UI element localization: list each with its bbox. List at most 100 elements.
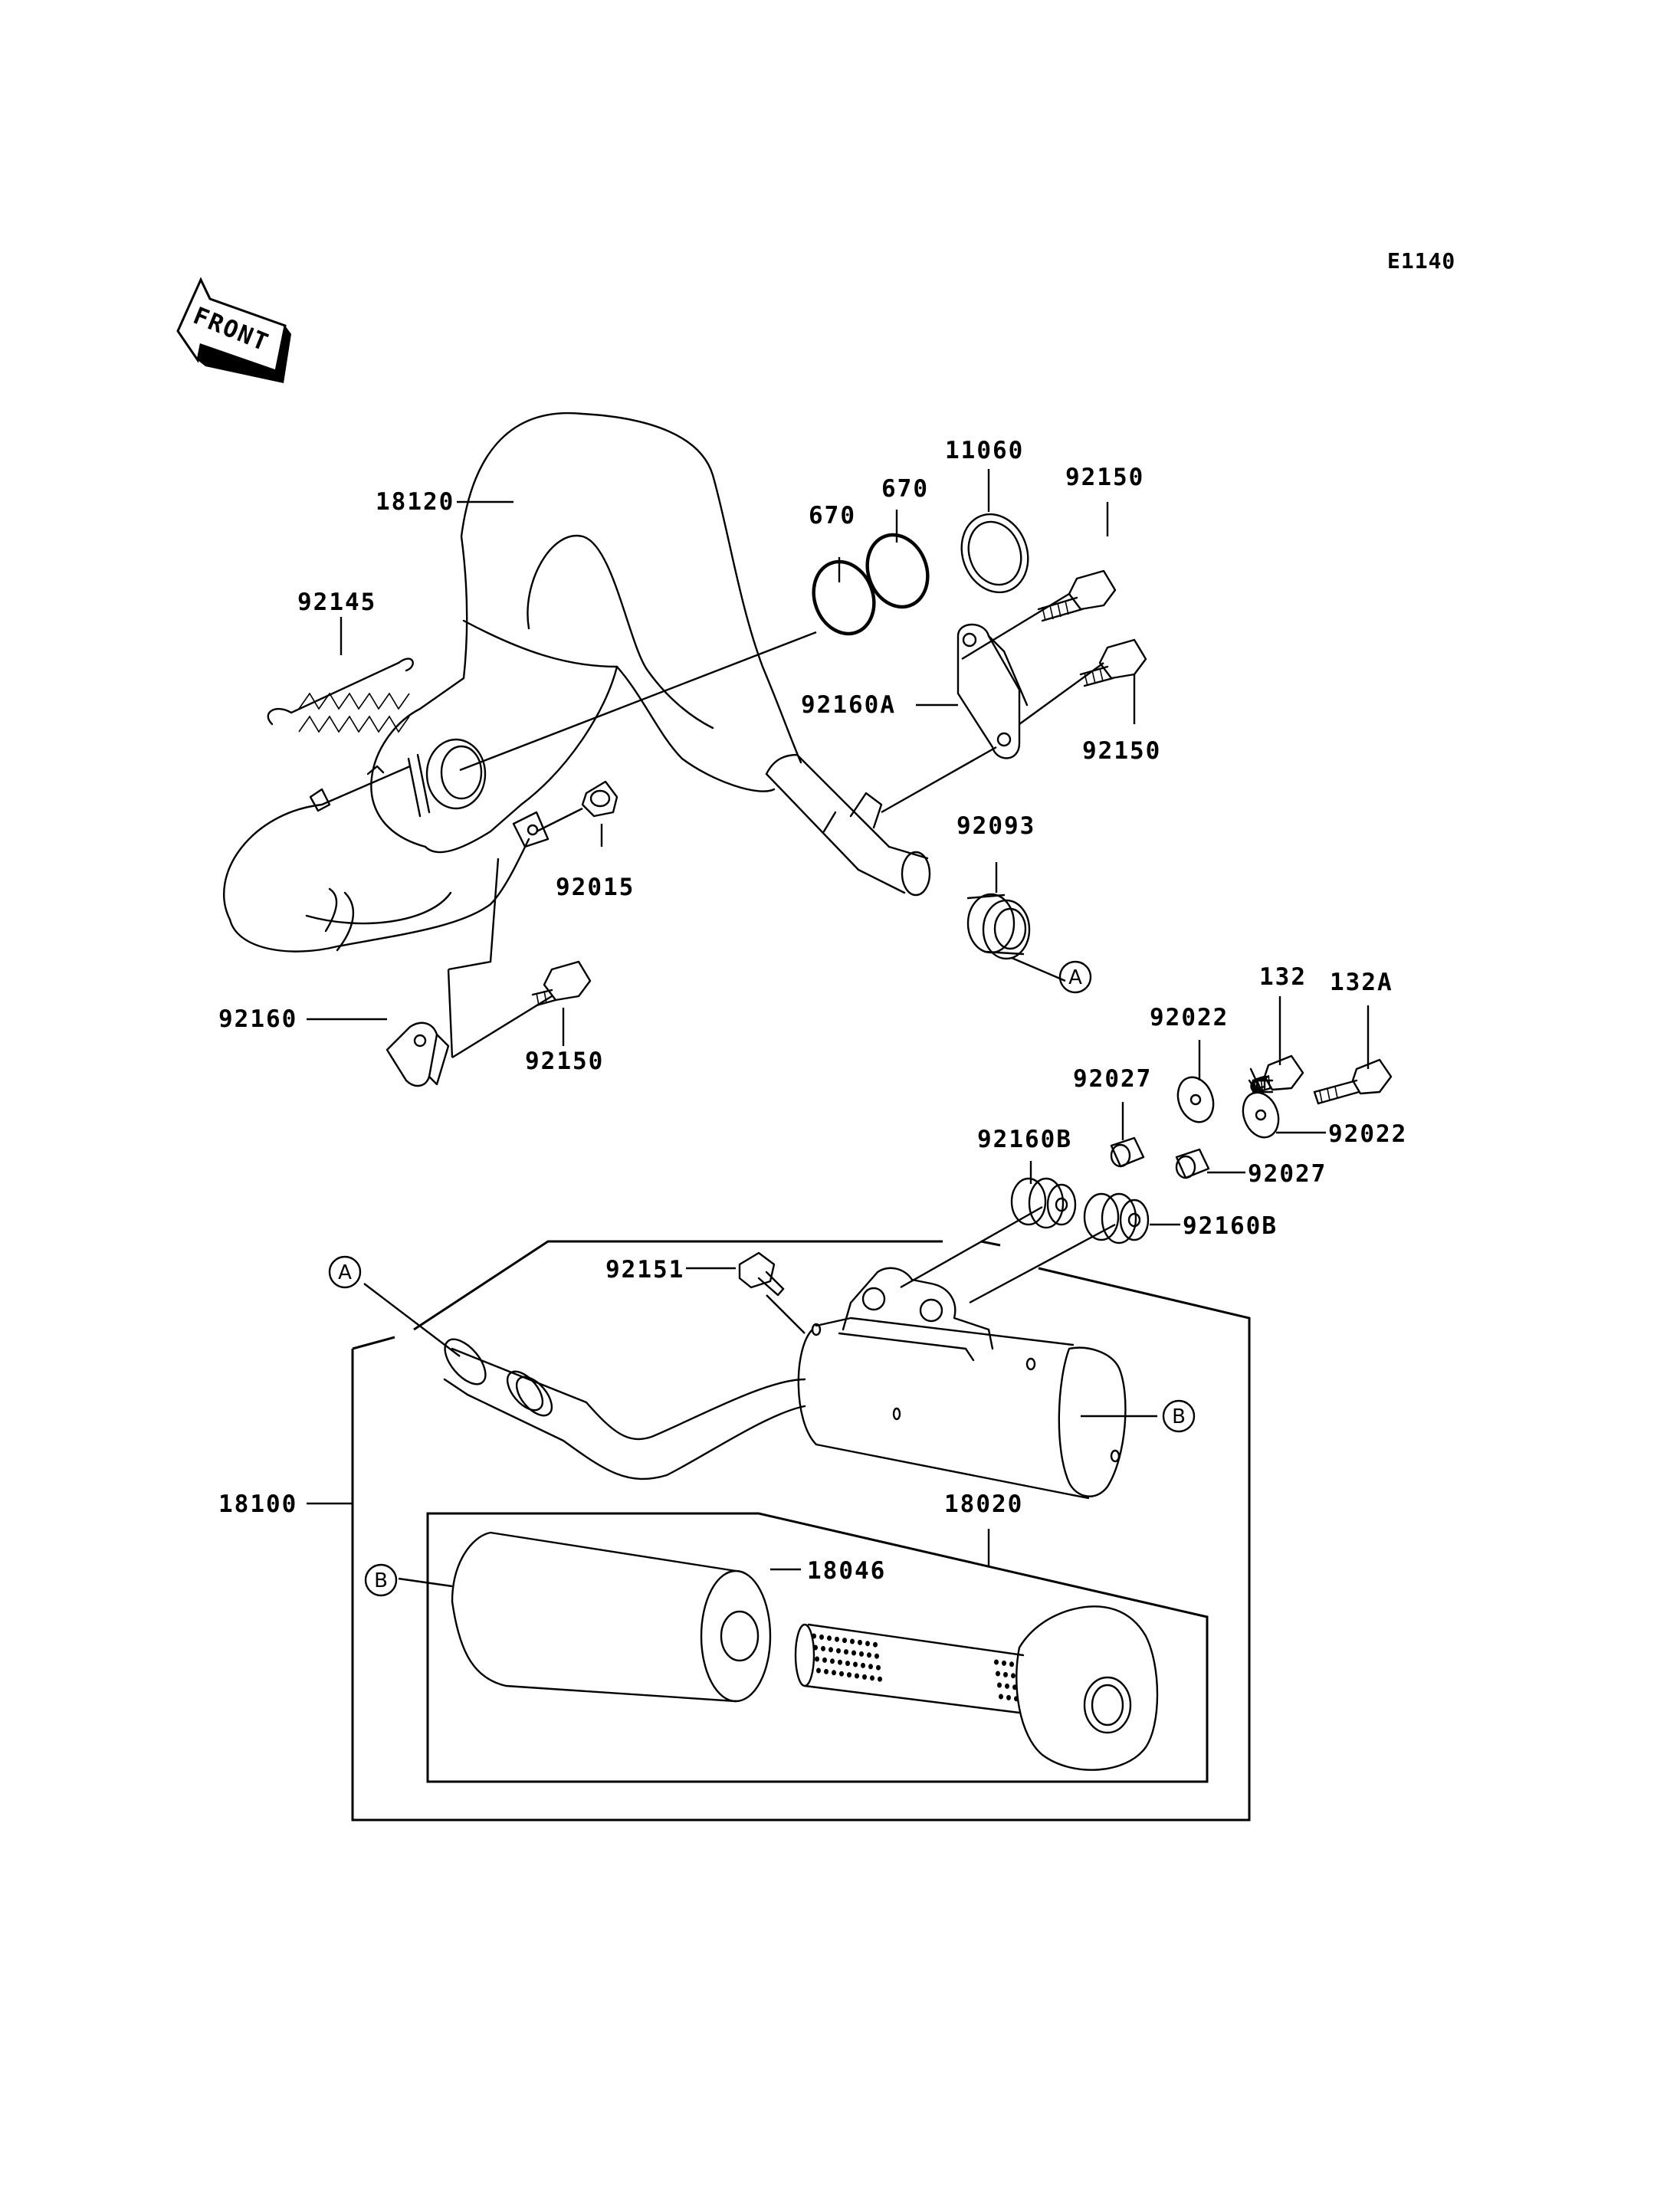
perforation-hole xyxy=(853,1661,858,1667)
part-number-18020: 18020 xyxy=(944,1490,1023,1518)
svg-text:A: A xyxy=(1068,966,1082,989)
grommet-92160B-a xyxy=(1010,1177,1077,1229)
perforation-hole xyxy=(859,1651,864,1657)
perforation-hole xyxy=(868,1664,873,1670)
part-number-132A: 132A xyxy=(1330,969,1393,996)
part-number-18100: 18100 xyxy=(218,1490,297,1518)
svg-text:A: A xyxy=(338,1261,352,1284)
muffler-body xyxy=(443,1267,1127,1500)
perforation-hole xyxy=(835,1636,839,1642)
part-number-92160B-b: 92160B xyxy=(1183,1212,1278,1240)
part-number-92160: 92160 xyxy=(218,1005,297,1033)
o-ring-670-b xyxy=(865,533,930,609)
leaders-upper xyxy=(307,469,1136,1059)
perforation-hole xyxy=(1005,1683,1009,1689)
perforation-hole xyxy=(1009,1661,1014,1667)
part-number-92151: 92151 xyxy=(605,1256,684,1284)
perforation-hole xyxy=(815,1656,819,1662)
part-number-92093: 92093 xyxy=(956,812,1035,840)
perforation-hole xyxy=(838,1659,842,1665)
perforation-hole xyxy=(855,1673,859,1679)
perforation-hole xyxy=(878,1676,882,1682)
callout-a-upper: A xyxy=(1058,960,1092,994)
perforation-hole xyxy=(836,1648,841,1654)
perforation-hole xyxy=(874,1653,879,1659)
part-number-92150-a: 92150 xyxy=(1065,464,1144,491)
callout-b-packing: B xyxy=(364,1563,398,1597)
perforation-hole xyxy=(830,1658,835,1664)
perforation-hole xyxy=(994,1659,999,1665)
nut-92015 xyxy=(581,780,619,818)
perforation-hole xyxy=(996,1671,1000,1677)
perforation-hole xyxy=(865,1641,870,1647)
o-ring-670-a xyxy=(812,559,876,636)
perforation-hole xyxy=(1006,1694,1011,1700)
bolt-92150-b xyxy=(1079,638,1147,687)
washer-92022-a xyxy=(1176,1076,1215,1123)
grommet-92160B-b xyxy=(1083,1192,1150,1244)
callout-a-lower: A xyxy=(328,1255,362,1289)
part-number-92015: 92015 xyxy=(556,874,635,901)
bolt-132 xyxy=(1248,1054,1304,1094)
perforation-hole xyxy=(876,1664,881,1671)
perforation-hole xyxy=(861,1662,865,1668)
spring-92145 xyxy=(267,657,414,733)
perforation-hole xyxy=(813,1644,818,1651)
perforation-hole xyxy=(824,1668,829,1674)
gasket-11060 xyxy=(960,513,1029,594)
bolt-92150-a xyxy=(1037,569,1117,622)
perforation-hole xyxy=(1011,1673,1016,1679)
svg-text:B: B xyxy=(374,1569,388,1592)
part-number-11060: 11060 xyxy=(945,437,1024,464)
perforation-hole xyxy=(816,1667,821,1674)
perforated-core xyxy=(794,1623,1025,1714)
end-cap xyxy=(1016,1605,1159,1771)
bracket-92160 xyxy=(386,1021,450,1087)
muffler-box-outer xyxy=(351,1240,1251,1822)
silencer-packing-18046 xyxy=(451,1531,772,1703)
part-number-92150-c: 92150 xyxy=(525,1048,604,1075)
bolt-92150-c xyxy=(531,960,592,1007)
bracket-92160A xyxy=(956,623,1029,759)
bolt-92151 xyxy=(738,1251,785,1297)
part-number-92160A: 92160A xyxy=(801,691,896,719)
perforation-hole xyxy=(1003,1671,1008,1677)
perforation-hole xyxy=(850,1638,855,1644)
perforation-hole xyxy=(870,1675,874,1681)
svg-text:B: B xyxy=(1172,1405,1186,1428)
part-number-92027-b: 92027 xyxy=(1248,1160,1327,1188)
part-number-18046: 18046 xyxy=(807,1557,886,1585)
perforation-hole xyxy=(832,1670,836,1676)
front-arrow-icon: FRONT xyxy=(176,277,291,383)
muffler-box-inner xyxy=(426,1512,1209,1783)
washer-92022-b xyxy=(1242,1091,1280,1139)
perforation-hole xyxy=(1002,1660,1006,1666)
joint-92093 xyxy=(966,893,1031,960)
perforation-hole xyxy=(845,1661,850,1667)
collar-92027-b xyxy=(1175,1148,1210,1179)
perforation-hole xyxy=(842,1638,847,1644)
leaders-lower xyxy=(307,996,1370,1588)
perforation-hole xyxy=(844,1649,848,1655)
callout-b-muffler: B xyxy=(1162,1399,1196,1433)
perforation-hole xyxy=(821,1645,825,1651)
collar-92027-a xyxy=(1110,1136,1145,1168)
perforation-hole xyxy=(873,1641,878,1648)
perforation-hole xyxy=(997,1682,1002,1688)
perforation-hole xyxy=(867,1652,871,1658)
part-number-92022-b: 92022 xyxy=(1328,1120,1407,1148)
perforation-hole xyxy=(862,1674,867,1680)
expansion-chamber-pipe xyxy=(222,412,931,953)
perforation-hole xyxy=(851,1650,856,1656)
perforation-hole xyxy=(822,1657,827,1663)
part-number-92022-a: 92022 xyxy=(1150,1004,1229,1031)
perforation-hole xyxy=(858,1639,862,1645)
part-number-92145: 92145 xyxy=(297,589,376,616)
part-number-132: 132 xyxy=(1259,963,1307,991)
perforation-hole xyxy=(812,1633,816,1639)
perforation-hole xyxy=(839,1671,844,1677)
bolt-132A xyxy=(1313,1058,1393,1105)
perforation-hole xyxy=(999,1694,1003,1700)
part-number-92150-b: 92150 xyxy=(1082,737,1161,765)
